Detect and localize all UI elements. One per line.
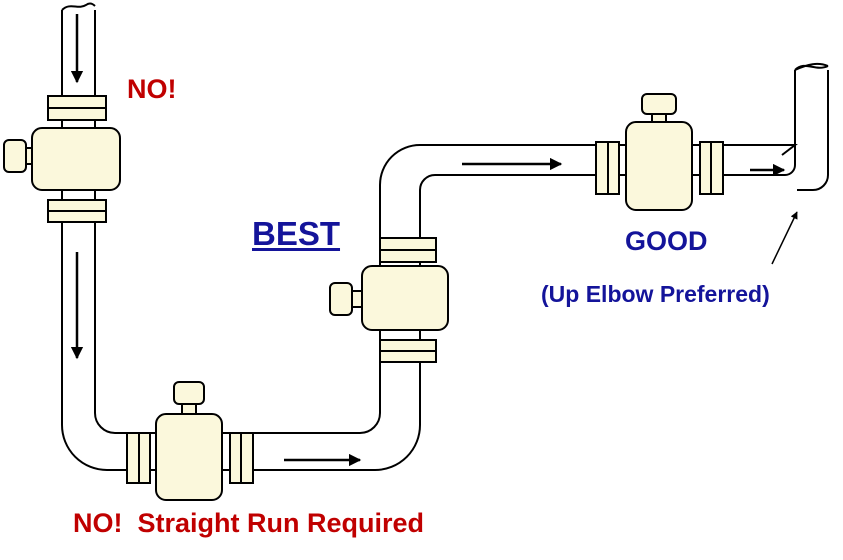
flow-meter-bottom-horizontal <box>126 381 254 501</box>
flange <box>138 432 151 484</box>
meter-neck <box>25 147 33 165</box>
flange <box>47 199 107 212</box>
pipe-inner-wall <box>94 10 798 434</box>
flow-meter-vertical-top <box>3 95 121 223</box>
pointer-arrow-up-elbow <box>771 211 798 265</box>
flange <box>607 141 620 195</box>
flow-meter-upper-horizontal <box>595 93 724 211</box>
pipe-outlet-wall <box>797 70 829 191</box>
meter-neck <box>351 290 363 308</box>
flow-meter-rising-vertical <box>329 237 449 363</box>
flange <box>595 141 609 195</box>
flange <box>47 210 107 223</box>
meter-head <box>173 381 205 405</box>
meter-body <box>625 121 693 211</box>
flange <box>240 432 254 484</box>
meter-body <box>31 127 121 191</box>
flange <box>47 95 107 109</box>
flange <box>710 141 724 195</box>
meter-body <box>155 413 223 501</box>
meter-neck <box>181 403 197 415</box>
flange <box>699 141 712 195</box>
label-best: BEST <box>252 215 341 252</box>
meter-head <box>641 93 677 115</box>
flange <box>379 339 437 352</box>
pipe-cut-end-outlet-back <box>794 62 829 71</box>
flange <box>47 107 107 121</box>
flange <box>379 249 437 263</box>
flange <box>229 432 242 484</box>
meter-neck <box>651 113 667 123</box>
label-up-elbow-preferred: (Up Elbow Preferred) <box>541 281 770 307</box>
flange <box>126 432 140 484</box>
label-no-straight-run: NO! Straight Run Required <box>73 508 424 538</box>
meter-body <box>361 265 449 331</box>
label-good: GOOD <box>625 226 708 256</box>
flange <box>379 350 437 363</box>
meter-head <box>3 139 27 173</box>
pipe-cut-end-top <box>61 2 96 11</box>
label-no-top: NO! <box>127 74 177 104</box>
flange <box>379 237 437 251</box>
meter-head <box>329 282 353 316</box>
